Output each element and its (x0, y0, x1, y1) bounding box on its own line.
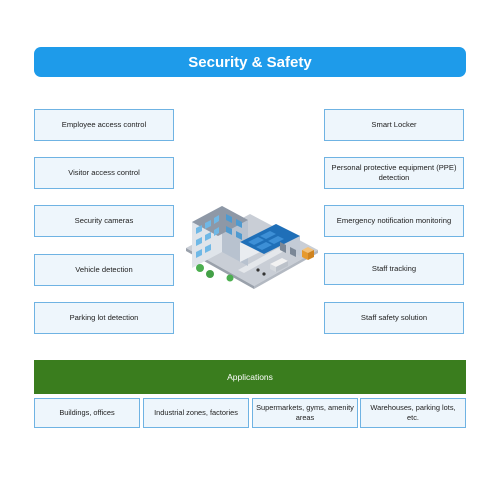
applications-header: Applications (34, 360, 466, 394)
feature-security-cameras: Security cameras (34, 205, 174, 237)
feature-parking-lot-detection: Parking lot detection (34, 302, 174, 334)
feature-visitor-access-control: Visitor access control (34, 157, 174, 189)
application-supermarkets: Supermarkets, gyms, amenity areas (252, 398, 358, 428)
feature-ppe-detection: Personal protective equipment (PPE) dete… (324, 157, 464, 189)
page-title: Security & Safety (34, 47, 466, 77)
feature-staff-safety-solution: Staff safety solution (324, 302, 464, 334)
application-industrial-zones: Industrial zones, factories (143, 398, 249, 428)
application-buildings-offices: Buildings, offices (34, 398, 140, 428)
factory-building-icon (178, 190, 324, 290)
feature-vehicle-detection: Vehicle detection (34, 254, 174, 286)
feature-smart-locker: Smart Locker (324, 109, 464, 141)
feature-emergency-notification-monitoring: Emergency notification monitoring (324, 205, 464, 237)
feature-employee-access-control: Employee access control (34, 109, 174, 141)
application-warehouses: Warehouses, parking lots, etc. (360, 398, 466, 428)
feature-staff-tracking: Staff tracking (324, 253, 464, 285)
